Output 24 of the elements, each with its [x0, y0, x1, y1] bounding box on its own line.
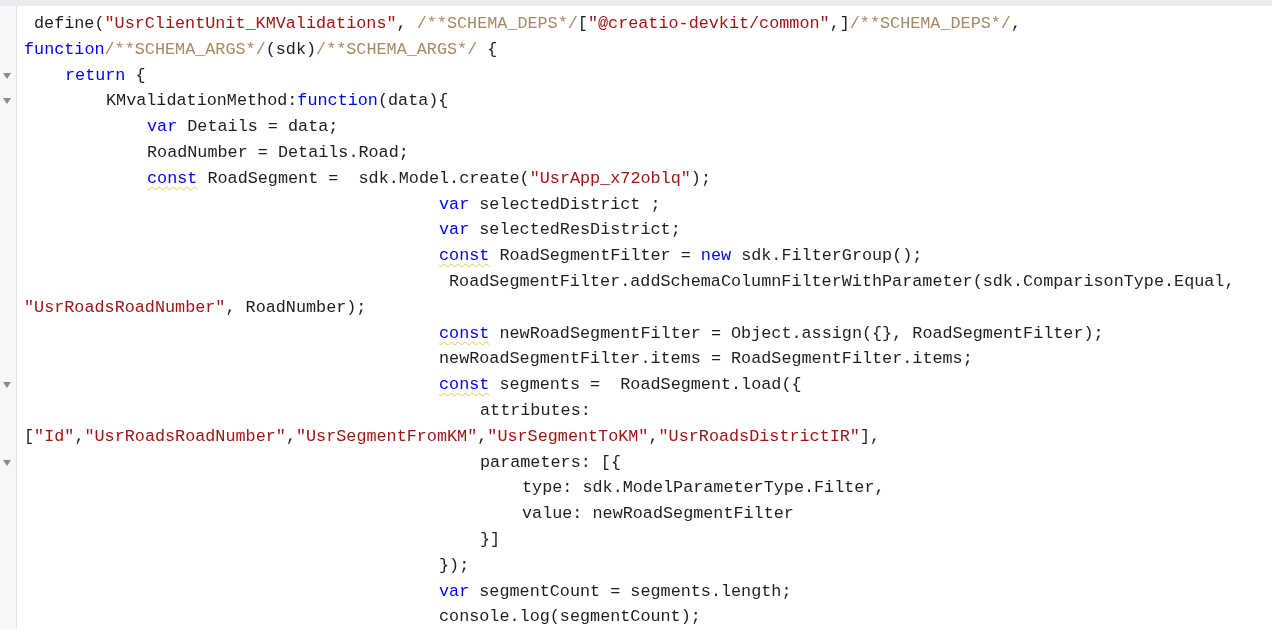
- code-line: attributes:: [480, 400, 591, 422]
- code-line: const RoadSegmentFilter = new sdk.FilterGroup();: [439, 245, 923, 268]
- code-line: return {: [65, 64, 146, 87]
- code-line: type: sdk.ModelParameterType.Filter,: [522, 477, 885, 500]
- code-line: const newRoadSegmentFilter = Object.assign({}, RoadSegmentFilter);: [439, 322, 1104, 345]
- code-line: const RoadSegment = sdk.Model.create("UsrApp_x72oblq");: [147, 167, 711, 190]
- code-line: newRoadSegmentFilter.items = RoadSegmentFilter.items;: [439, 348, 973, 371]
- code-line: var Details = data;: [147, 116, 339, 139]
- code-line: "UsrRoadsRoadNumber", RoadNumber);: [24, 296, 367, 319]
- code-line: }]: [480, 529, 501, 551]
- code-line: var selectedResDistrict;: [439, 219, 681, 242]
- code-line: var selectedDistrict ;: [439, 193, 661, 216]
- code-line: RoadNumber = Details.Road;: [147, 142, 409, 164]
- code-line: parameters: [{: [480, 451, 621, 474]
- code-line: var segmentCount = segments.length;: [439, 580, 792, 603]
- code-line: console.log(segmentCount);: [439, 606, 701, 629]
- code-line: const segments = RoadSegment.load({: [439, 374, 802, 397]
- code-line: KMvalidationMethod:function(data){: [106, 90, 449, 113]
- code-line: function/**SCHEMA_ARGS*/(sdk)/**SCHEMA_ARGS*/ {: [24, 38, 498, 61]
- code-line: RoadSegmentFilter.addSchemaColumnFilterWithParameter(sdk.ComparisonType.Equal,: [449, 271, 1235, 293]
- code-line: });: [439, 554, 470, 577]
- code-line: ["Id","UsrRoadsRoadNumber","UsrSegmentFromKM","UsrSegmentToKM","UsrRoadsDistrictIR"],: [24, 425, 881, 448]
- code-line: value: newRoadSegmentFilter: [522, 503, 794, 526]
- code-line: define("UsrClientUnit_KMValidations", /**SCHEMA_DEPS*/["@creatio-devkit/common",]/**SCHEMA_DEPS*/,: [34, 13, 1021, 35]
